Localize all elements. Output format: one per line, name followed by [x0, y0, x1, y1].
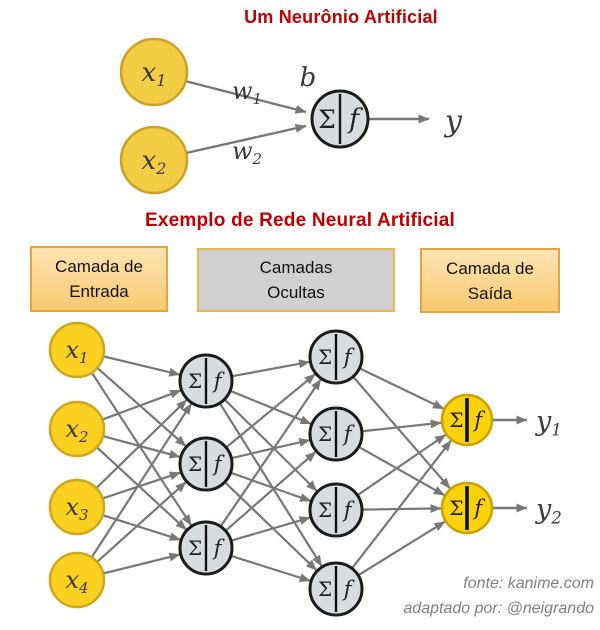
- edge: [358, 367, 445, 410]
- activation-symbol: f: [212, 452, 225, 476]
- activation-symbol: f: [212, 536, 225, 560]
- sum-symbol: Σ: [449, 408, 463, 432]
- edge: [102, 552, 181, 575]
- sum-symbol: Σ: [188, 369, 202, 393]
- edge: [361, 504, 442, 514]
- edge: [90, 372, 193, 526]
- network-input-node-x2: [48, 400, 106, 458]
- edge: [102, 355, 181, 377]
- activation-symbol: f: [472, 408, 485, 432]
- edge: [218, 402, 323, 567]
- sum-symbol: Σ: [318, 105, 336, 134]
- edge: [102, 435, 181, 459]
- edge: [361, 419, 442, 433]
- edge: [351, 439, 452, 570]
- hidden-layers-label-box: Camadas Ocultas: [197, 248, 395, 312]
- edge: [102, 514, 181, 541]
- edge: [224, 450, 317, 532]
- network-input-node-x3: [48, 478, 106, 536]
- sum-symbol: Σ: [318, 577, 332, 601]
- network-output-label: y2: [535, 494, 562, 527]
- output-layer-label-line1: Camada de: [446, 258, 534, 278]
- activation-symbol: f: [342, 422, 355, 446]
- activation-symbol: f: [342, 577, 355, 601]
- edge: [101, 389, 182, 421]
- edge: [225, 373, 316, 449]
- edge-x2-to-neuron: [185, 123, 307, 155]
- input-layer-label-line2: Entrada: [69, 282, 129, 301]
- network-input-label: x4: [65, 566, 88, 597]
- sum-symbol: Σ: [188, 452, 202, 476]
- edge: [231, 359, 310, 378]
- activation-symbol: f: [342, 498, 355, 522]
- edge: [95, 399, 188, 489]
- hidden-layers-label-line1: Camadas: [259, 258, 333, 277]
- output-layer-label-box: Camada de Saída: [420, 248, 560, 313]
- network-input-node-x1: [48, 321, 106, 379]
- network-input-label: x1: [65, 336, 88, 367]
- weight-label-w2: w2: [232, 137, 262, 168]
- sum-symbol: Σ: [188, 536, 202, 560]
- edge: [229, 389, 312, 425]
- output-layer-label-line2: Saída: [467, 283, 513, 303]
- edge: [223, 398, 318, 492]
- input-layer-label-box: Camada de Entrada: [30, 246, 168, 312]
- network-diagram-title: Exemplo de Rede Neural Artificial: [145, 210, 455, 231]
- neuron-input-label: x1: [142, 58, 167, 90]
- neuron-diagram-title: Um Neurônio Artificial: [244, 7, 438, 27]
- network-input-label: x3: [65, 493, 88, 524]
- edge: [230, 554, 311, 583]
- neuron-input-label: x2: [142, 146, 167, 178]
- sum-symbol: Σ: [318, 345, 332, 369]
- neuron-input-node-x2: [119, 125, 189, 195]
- edge-x1-to-neuron: [184, 79, 307, 114]
- edge: [357, 520, 446, 577]
- activation-symbol: f: [472, 496, 485, 520]
- credits: fonte: kanime.com adaptado por: @neigran…: [403, 572, 594, 621]
- edge: [219, 378, 322, 528]
- edge: [230, 516, 311, 542]
- activation-symbol: f: [212, 369, 225, 393]
- sum-symbol: Σ: [318, 422, 332, 446]
- sum-symbol: Σ: [318, 498, 332, 522]
- network-input-node-x4: [48, 551, 106, 609]
- edge: [102, 471, 181, 500]
- input-layer-label-line1: Camada de: [55, 257, 143, 276]
- edge: [356, 433, 447, 497]
- edge: [90, 403, 193, 558]
- edge: [358, 445, 445, 497]
- edge: [96, 481, 187, 563]
- credits-adapted-by: adaptado por: @neigrando: [403, 599, 594, 617]
- neuron-input-node-x1: [119, 37, 189, 107]
- bias-label: b: [300, 63, 317, 93]
- network-input-label: x2: [65, 415, 88, 446]
- hidden-layers-label-line2: Ocultas: [267, 283, 325, 302]
- credits-source: fonte: kanime.com: [463, 575, 594, 592]
- weight-label-w1: w1: [232, 77, 262, 108]
- edge: [231, 438, 311, 460]
- network-output-label: y1: [535, 406, 562, 439]
- edge: [230, 471, 312, 503]
- sum-symbol: Σ: [449, 496, 463, 520]
- edge: [96, 446, 187, 531]
- activation-symbol: f: [342, 345, 355, 369]
- edge: [223, 481, 318, 572]
- edge: [352, 375, 451, 490]
- neuron-output-label: y: [443, 104, 463, 139]
